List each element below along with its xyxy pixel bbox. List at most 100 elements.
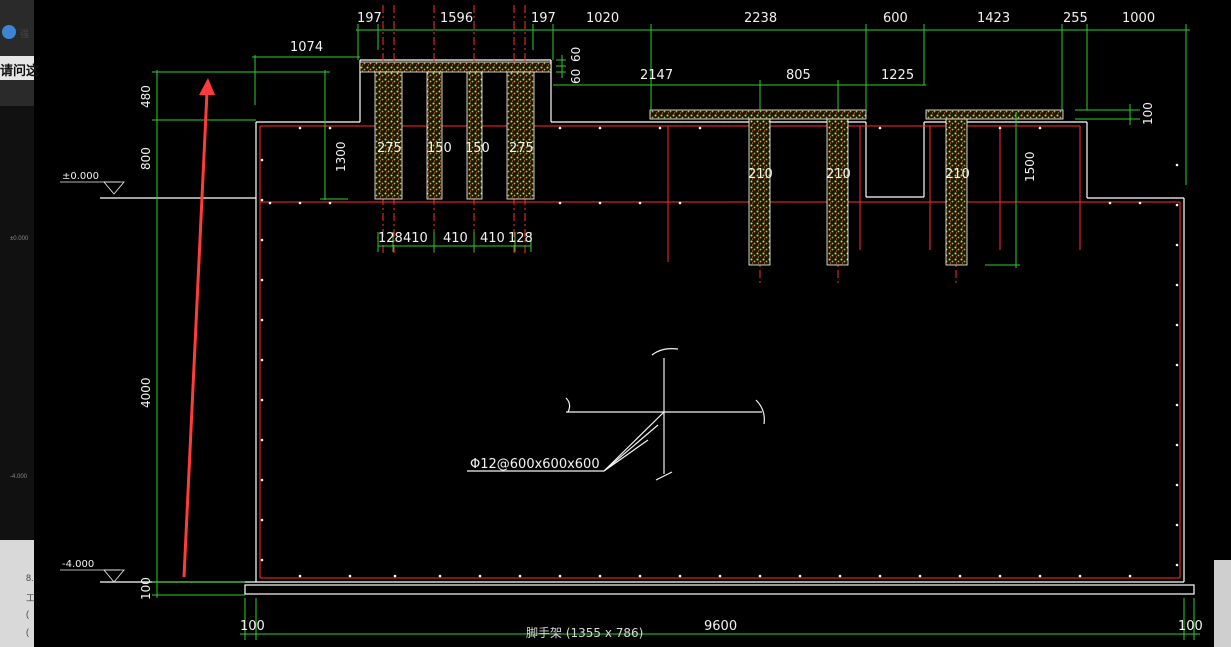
rebar-dot (298, 126, 302, 130)
rebar-dot (268, 201, 272, 205)
rebar-dot (260, 478, 264, 482)
dim-1074: 1074 (290, 40, 323, 55)
right-edge-panel (1214, 560, 1231, 647)
rebar-dot (1175, 203, 1179, 207)
spacing-128-b: 128 (508, 231, 533, 246)
small-dimension-labels: 60 60 100 (569, 47, 1155, 125)
dim-600: 600 (883, 11, 908, 26)
rebar-dot (260, 358, 264, 362)
dim-800: 800 (139, 147, 153, 170)
rebar-dot (260, 518, 264, 522)
dim-1300: 1300 (334, 141, 348, 172)
rebar-dot (878, 574, 882, 578)
dim-1596: 1596 (440, 11, 473, 26)
panel-item-3: ( (26, 609, 29, 619)
rebar-dot (260, 198, 264, 202)
rebar-dot (558, 126, 562, 130)
rebar-dot (1078, 574, 1082, 578)
rebar-dot (598, 201, 602, 205)
rebar-dot (798, 574, 802, 578)
pile-275-a: 275 (377, 141, 402, 156)
dimension-lines (152, 24, 1200, 640)
rebar-dot (598, 574, 602, 578)
dim-480: 480 (139, 85, 153, 108)
annotation-arrow (182, 78, 215, 578)
spacing-410-c: 410 (480, 231, 505, 246)
rebar-dot (1175, 483, 1179, 487)
rebar-dot (718, 574, 722, 578)
bottom-dimension-labels: 100 9600 100 (240, 619, 1203, 634)
panel-item-2: 工 (26, 593, 36, 603)
dim-100-left: 100 (139, 577, 153, 600)
rebar-dot (393, 574, 397, 578)
pile-150-b: 150 (465, 141, 490, 156)
rebar-dot (298, 201, 302, 205)
spacing-410-a: 410 (403, 231, 428, 246)
rebar-dot (838, 574, 842, 578)
rebar-dot (260, 278, 264, 282)
panel-bottom-tile (0, 540, 34, 647)
rebar-dot (260, 398, 264, 402)
question-title[interactable]: 请问这 (0, 63, 40, 78)
rebar-dot (1175, 563, 1179, 567)
rebar-symbol (467, 348, 765, 481)
elevation-marker-zero: ±0.000 (60, 171, 125, 195)
pile-spacing-labels: 128 410 410 410 128 (378, 231, 533, 246)
rebar-dot (478, 574, 482, 578)
pile-210-c: 210 (945, 167, 970, 182)
rebar-dot (1128, 574, 1132, 578)
rebar-dot (260, 558, 264, 562)
dim-197-a: 197 (357, 11, 382, 26)
dim-1225: 1225 (881, 68, 914, 83)
rebar-dot (260, 238, 264, 242)
pile-width-labels: 275 150 150 275 210 210 210 (377, 141, 970, 182)
rebar-spec-label: Φ12@600x600x600 (470, 457, 600, 472)
rebar-dot (298, 574, 302, 578)
dim-60-b: 60 (569, 69, 583, 84)
pile-210-a: 210 (748, 167, 773, 182)
rebar-dot (758, 574, 762, 578)
rebar-dot (698, 126, 702, 130)
faint-elevation-4: -4.000 (10, 474, 28, 480)
structure-outline (100, 59, 1195, 595)
logo-text: 强 (20, 29, 30, 39)
dim-1500: 1500 (1023, 151, 1037, 182)
dim-100-right: 100 (1141, 102, 1155, 125)
top-dimension-labels: 197 1596 197 1020 2238 600 1423 255 1000 (357, 11, 1155, 26)
dim-255: 255 (1063, 11, 1088, 26)
dim-4000: 4000 (139, 377, 153, 408)
vertical-dimension-labels: 480 800 4000 100 1300 1500 (139, 85, 1037, 600)
dim-2147: 2147 (640, 68, 673, 83)
rebar-dot (438, 574, 442, 578)
rebar-dot (1175, 243, 1179, 247)
rebar-dot (658, 126, 662, 130)
rebar-dot (518, 574, 522, 578)
dim-805: 805 (786, 68, 811, 83)
rebar-dot (958, 574, 962, 578)
rebar-dot (598, 126, 602, 130)
dim-197-b: 197 (531, 11, 556, 26)
rebar-dot (328, 126, 332, 130)
dim-1423: 1423 (977, 11, 1010, 26)
rebar-dot (878, 126, 882, 130)
site-logo-icon (2, 25, 16, 39)
rebar-dot (1175, 403, 1179, 407)
pile-150-a: 150 (427, 141, 452, 156)
rebar-dot (1175, 283, 1179, 287)
second-row-dimension-labels: 1074 2147 805 1225 (290, 40, 914, 83)
rebar-dot (558, 574, 562, 578)
rebar-dot (348, 574, 352, 578)
dim-1020: 1020 (586, 11, 619, 26)
rebar-dot (328, 201, 332, 205)
dim-1000: 1000 (1122, 11, 1155, 26)
rebar-dot (260, 318, 264, 322)
left-overlay-panel: 强 请问这 ±0.000 -4.000 8. 工 ( ( (0, 0, 39, 647)
dim-60-a: 60 (569, 47, 583, 62)
elevation-zero-label: ±0.000 (62, 171, 99, 182)
rebar-dot (1038, 126, 1042, 130)
panel-top-tile (0, 0, 34, 106)
image-caption: 脚手架 (1355 x 786) (526, 625, 643, 640)
pile-275-b: 275 (509, 141, 534, 156)
